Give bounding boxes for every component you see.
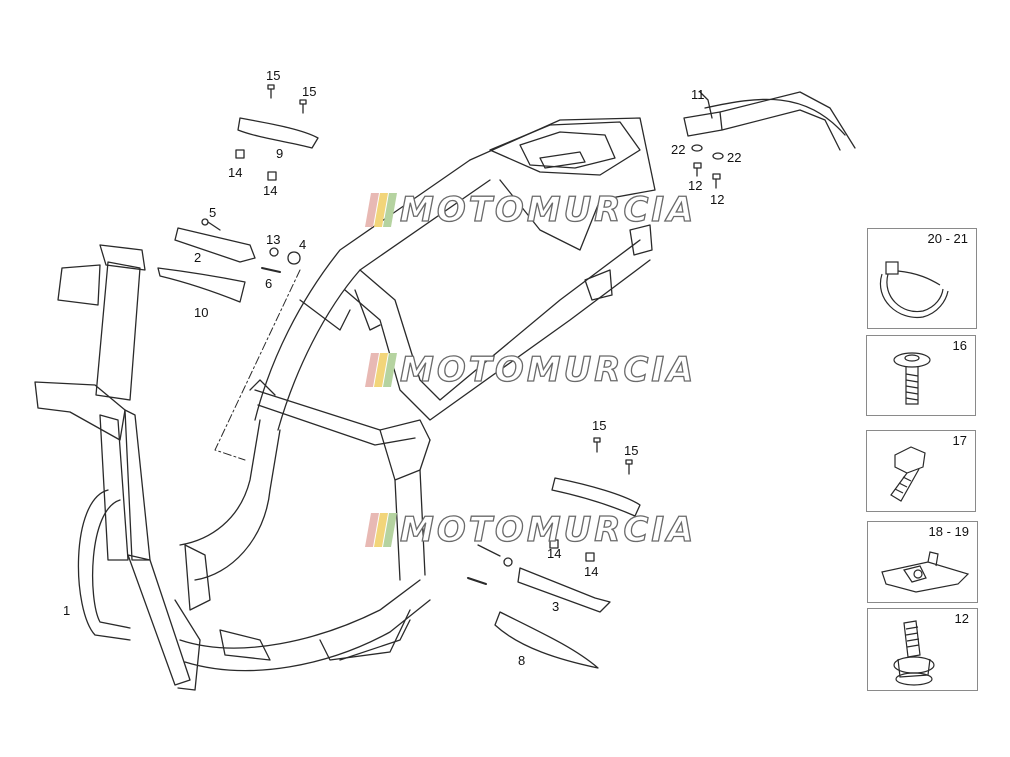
label-15: 15 — [592, 418, 607, 433]
label-11: 11 — [691, 87, 705, 102]
label-6: 6 — [265, 276, 273, 291]
inset-screw: 16 — [866, 335, 976, 416]
label-22: 22 — [671, 142, 686, 157]
part-5-bolt — [201, 218, 221, 231]
part-10-cover — [157, 267, 246, 303]
bolt-drawing — [890, 446, 926, 502]
part-3-bracket — [517, 567, 611, 613]
part-15-screw — [593, 437, 601, 453]
part-15-screw — [625, 459, 633, 475]
part-6-clip — [261, 267, 281, 273]
part-13-washer — [503, 557, 513, 567]
label-12: 12 — [688, 178, 703, 193]
watermark: MOTOMURCIA — [399, 189, 697, 230]
watermark: MOTOMURCIA — [399, 349, 697, 390]
screw-drawing — [893, 352, 931, 405]
part-11-grab-rail — [683, 91, 856, 151]
label-4: 4 — [299, 237, 307, 252]
part-9-cover — [237, 117, 319, 149]
part-14-nut — [267, 171, 277, 181]
inset-label: 16 — [952, 338, 967, 353]
part-8-cover — [494, 611, 599, 669]
part-13-washer — [269, 247, 279, 257]
clamp-drawing — [879, 261, 949, 319]
inset-clip: 18 - 19 — [867, 521, 978, 603]
frame-part-1 — [34, 117, 656, 691]
part-14-nut — [585, 552, 595, 562]
label-14: 14 — [228, 165, 243, 180]
label-22: 22 — [727, 150, 742, 165]
inset-clamp: 20 - 21 — [867, 228, 977, 329]
part-15-screw — [299, 99, 307, 114]
label-15: 15 — [266, 68, 281, 83]
label-15: 15 — [624, 443, 639, 458]
label-12: 12 — [710, 192, 725, 207]
label-1: 1 — [63, 603, 71, 618]
clip-drawing — [881, 551, 970, 593]
inset-label: 17 — [952, 433, 967, 448]
label-2: 2 — [194, 250, 202, 265]
label-14: 14 — [263, 183, 278, 198]
inset-label: 20 - 21 — [927, 231, 968, 246]
label-14: 14 — [584, 564, 599, 579]
part-22-washer — [712, 152, 724, 160]
part-4-bushing — [287, 251, 301, 265]
inset-label: 18 - 19 — [928, 524, 969, 539]
part-cover-right — [551, 477, 641, 517]
label-3: 3 — [552, 599, 560, 614]
inset-bolt: 17 — [866, 430, 976, 512]
part-12-bolt — [712, 173, 721, 189]
part-15-screw — [267, 84, 275, 99]
label-14: 14 — [547, 546, 562, 561]
part-22-washer — [691, 144, 703, 152]
inset-label: 12 — [954, 611, 969, 626]
flange-bolt-drawing — [893, 620, 935, 686]
part-12-bolt — [693, 162, 702, 177]
part-6-clip — [467, 577, 487, 585]
label-8: 8 — [518, 653, 526, 668]
label-13: 13 — [266, 232, 281, 247]
watermark-logo — [365, 193, 398, 227]
label-15: 15 — [302, 84, 317, 99]
watermark-logo — [365, 353, 398, 387]
label-9: 9 — [276, 146, 284, 161]
label-5: 5 — [209, 205, 217, 220]
inset-flange-bolt: 12 — [867, 608, 978, 691]
part-14-nut — [235, 149, 245, 159]
part-14-nut — [549, 539, 559, 549]
watermark-logo — [365, 513, 398, 547]
watermark: MOTOMURCIA — [399, 509, 697, 550]
part-5-bolt — [477, 544, 501, 557]
label-10: 10 — [194, 305, 209, 320]
part-2-bracket — [174, 227, 256, 263]
